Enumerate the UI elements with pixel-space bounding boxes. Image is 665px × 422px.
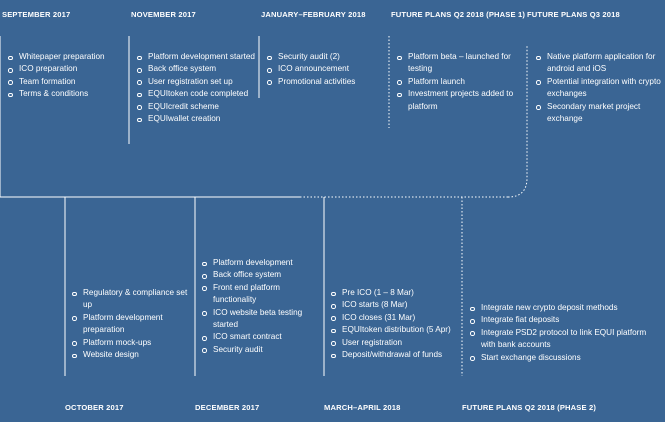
list-item: Regulatory & compliance set up bbox=[70, 287, 188, 312]
list-item: ICO preparation bbox=[6, 63, 128, 75]
list-item: Integrate new crypto deposit methods bbox=[468, 302, 663, 314]
list-item: ICO closes (31 Mar) bbox=[329, 312, 459, 324]
milestone-list-mar-apr-2018: Pre ICO (1 – 8 Mar) ICO starts (8 Mar) I… bbox=[329, 287, 459, 361]
list-item: EQUIwallet creation bbox=[135, 113, 259, 125]
milestone-title-q3-2018: FUTURE PLANS Q3 2018 bbox=[527, 10, 620, 19]
milestone-title-oct-2017: OCTOBER 2017 bbox=[65, 403, 124, 412]
milestone-title-q2-2018-phase2: FUTURE PLANS Q2 2018 (PHASE 2) bbox=[462, 403, 597, 412]
list-item: Back office system bbox=[200, 269, 320, 281]
milestone-title-sep-2017: SEPTEMBER 2017 bbox=[2, 10, 71, 19]
list-item: ICO starts (8 Mar) bbox=[329, 299, 459, 311]
milestone-list-nov-2017: Platform development started Back office… bbox=[135, 51, 259, 125]
list-item: Integrate PSD2 protocol to link EQUI pla… bbox=[468, 327, 663, 352]
milestone-list-q2-2018-phase2: Integrate new crypto deposit methods Int… bbox=[468, 302, 663, 364]
milestone-list-q3-2018: Native platform application for android … bbox=[534, 51, 662, 125]
list-item: Investment projects added to platform bbox=[395, 88, 519, 113]
list-item: Team formation bbox=[6, 76, 128, 88]
list-item: Deposit/withdrawal of funds bbox=[329, 349, 459, 361]
list-item: Secondary market project exchange bbox=[534, 101, 662, 126]
list-item: EQUItoken code completed bbox=[135, 88, 259, 100]
list-item: Front end platform functionality bbox=[200, 282, 320, 307]
milestone-title-jan-feb-2018: JANUARY–FEBRUARY 2018 bbox=[261, 10, 366, 19]
list-item: Platform mock-ups bbox=[70, 337, 188, 349]
list-item: Integrate fiat deposits bbox=[468, 314, 663, 326]
list-item: Back office system bbox=[135, 63, 259, 75]
list-item: Pre ICO (1 – 8 Mar) bbox=[329, 287, 459, 299]
list-item: Security audit (2) bbox=[265, 51, 387, 63]
list-item: Platform development bbox=[200, 257, 320, 269]
milestone-list-q2-2018-phase1: Platform beta – launched for testing Pla… bbox=[395, 51, 519, 113]
milestone-list-jan-feb-2018: Security audit (2) ICO announcement Prom… bbox=[265, 51, 387, 88]
list-item: Potential integration with crypto exchan… bbox=[534, 76, 662, 101]
list-item: User registration bbox=[329, 337, 459, 349]
list-item: Promotional activities bbox=[265, 76, 387, 88]
milestone-title-nov-2017: NOVEMBER 2017 bbox=[131, 10, 196, 19]
milestone-title-q2-2018-phase1: FUTURE PLANS Q2 2018 (PHASE 1) bbox=[391, 10, 526, 19]
list-item: Platform launch bbox=[395, 76, 519, 88]
list-item: Website design bbox=[70, 349, 188, 361]
list-item: ICO smart contract bbox=[200, 331, 320, 343]
list-item: ICO website beta testing started bbox=[200, 307, 320, 332]
milestone-list-dec-2017: Platform development Back office system … bbox=[200, 257, 320, 356]
list-item: User registration set up bbox=[135, 76, 259, 88]
list-item: Native platform application for android … bbox=[534, 51, 662, 76]
list-item: Platform development started bbox=[135, 51, 259, 63]
list-item: Security audit bbox=[200, 344, 320, 356]
milestone-title-mar-apr-2018: MARCH–APRIL 2018 bbox=[324, 403, 401, 412]
list-item: Terms & conditions bbox=[6, 88, 128, 100]
milestone-list-sep-2017: Whitepaper preparation ICO preparation T… bbox=[6, 51, 128, 101]
list-item: Start exchange discussions bbox=[468, 352, 663, 364]
list-item: Whitepaper preparation bbox=[6, 51, 128, 63]
list-item: Platform development preparation bbox=[70, 312, 188, 337]
list-item: EQUIcredit scheme bbox=[135, 101, 259, 113]
list-item: EQUItoken distribution (5 Apr) bbox=[329, 324, 459, 336]
list-item: Platform beta – launched for testing bbox=[395, 51, 519, 76]
milestone-list-oct-2017: Regulatory & compliance set up Platform … bbox=[70, 287, 188, 361]
milestone-title-dec-2017: DECEMBER 2017 bbox=[195, 403, 260, 412]
list-item: ICO announcement bbox=[265, 63, 387, 75]
